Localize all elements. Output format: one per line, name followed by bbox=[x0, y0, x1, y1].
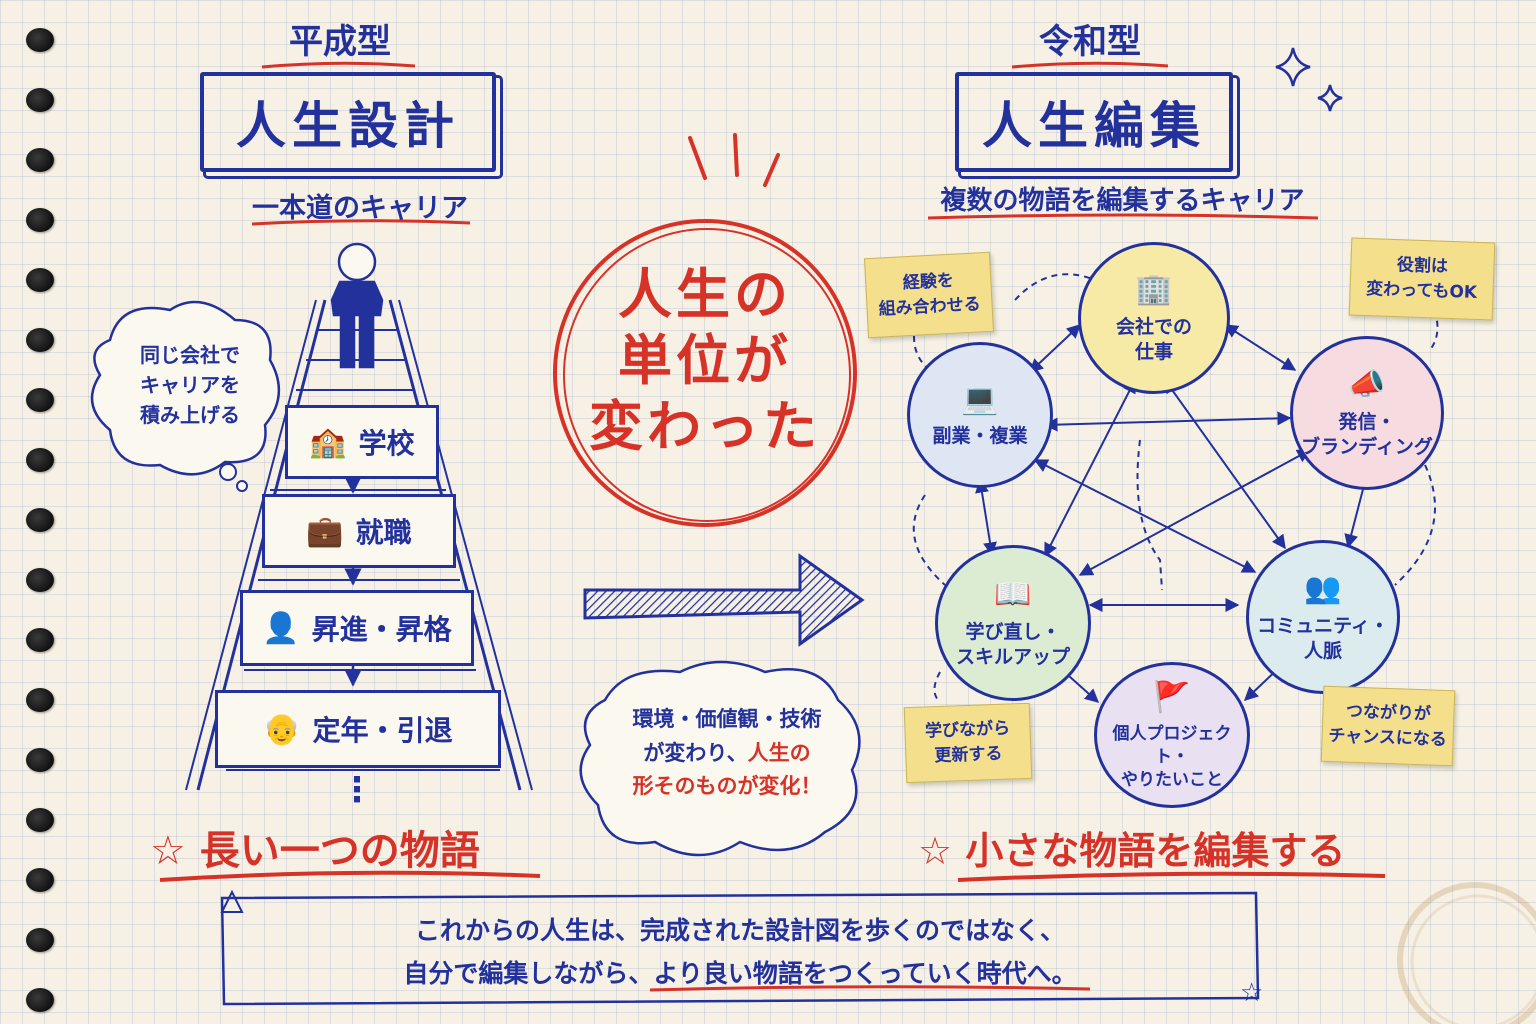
continuation-dots: ⋮ bbox=[340, 770, 374, 810]
left-conclusion-text: 長い一つの物語 bbox=[199, 828, 480, 874]
footer-line: これからの人生は、完成された設計図を歩くのではなく、 bbox=[414, 916, 1065, 945]
binder-hole bbox=[26, 688, 54, 712]
node-label: ブランディング bbox=[1301, 436, 1433, 459]
step-employment: 💼 就職 bbox=[262, 494, 456, 568]
left-title: 人生設計 bbox=[200, 72, 496, 172]
node-branding: 📣 発信・ ブランディング bbox=[1290, 336, 1444, 490]
left-conclusion: ☆ 長い一つの物語 bbox=[150, 818, 480, 876]
note-line: チャンスになる bbox=[1328, 725, 1448, 751]
binder-hole bbox=[26, 28, 54, 52]
building-icon: 🏢 bbox=[1135, 272, 1173, 308]
node-label: 副業・複業 bbox=[932, 425, 1028, 448]
megaphone-icon: 📣 bbox=[1348, 367, 1386, 403]
thought-line: 積み上げる bbox=[140, 403, 240, 427]
note-line: 更新する bbox=[934, 743, 1003, 767]
binder-hole bbox=[26, 748, 54, 772]
binder-hole bbox=[26, 208, 54, 232]
node-label: コミュニティ・ bbox=[1257, 614, 1389, 637]
footer-message: これからの人生は、完成された設計図を歩くのではなく、 自分で編集しながら、より良… bbox=[230, 910, 1250, 995]
headline-line: 単位が bbox=[618, 328, 792, 392]
cloud-line: 環境・価値観・技術 bbox=[632, 707, 822, 731]
binder-hole bbox=[26, 928, 54, 952]
center-headline: 人生の 単位が 変わった bbox=[580, 262, 830, 460]
cloud-line: 形そのものが変化！ bbox=[632, 774, 822, 799]
left-subtitle: 一本道のキャリア bbox=[252, 193, 468, 224]
star-icon: ☆ bbox=[1240, 978, 1264, 1008]
note-chance: つながりが チャンスになる bbox=[1320, 685, 1456, 767]
node-label: 発信・ bbox=[1338, 410, 1396, 433]
briefcase-icon: 💼 bbox=[306, 513, 344, 549]
node-label: 個人プロジェクト・ bbox=[1112, 723, 1232, 767]
person-icon: 👤 bbox=[262, 610, 300, 646]
note-combine: 経験を 組み合わせる bbox=[863, 251, 995, 339]
binder-hole bbox=[26, 388, 54, 412]
right-conclusion: ☆ 小さな物語を編集する bbox=[918, 820, 1345, 875]
note-line: 組み合わせる bbox=[878, 294, 982, 320]
node-label: 会社での bbox=[1115, 315, 1192, 338]
right-subtitle: 複数の物語を編集するキャリア bbox=[940, 186, 1305, 216]
footer-line-emphasis: より良い物語をつくっていく時代へ。 bbox=[653, 958, 1077, 988]
binder-hole bbox=[26, 628, 54, 652]
node-learning: 📖 学び直し・ スキルアップ bbox=[935, 545, 1091, 701]
step-school: 🏫 学校 bbox=[285, 405, 439, 479]
right-era-label: 令和型 bbox=[1039, 22, 1141, 62]
binder-hole bbox=[26, 88, 54, 112]
note-update: 学びながら 更新する bbox=[903, 702, 1033, 784]
right-conclusion-text: 小さな物語を編集する bbox=[965, 829, 1346, 873]
note-line: 経験を bbox=[902, 271, 955, 294]
thought-line: キャリアを bbox=[140, 373, 240, 397]
binder-hole bbox=[26, 448, 54, 472]
footer-line: 自分で編集しながら、より良い物語をつくっていく時代へ。 bbox=[230, 953, 1250, 996]
node-label: 学び直し・ bbox=[965, 620, 1061, 643]
thought-bubble-text: 同じ会社で キャリアを 積み上げる bbox=[105, 340, 275, 430]
school-icon: 🏫 bbox=[309, 424, 347, 460]
note-roles: 役割は 変わってもOK bbox=[1348, 237, 1496, 321]
step-label: 就職 bbox=[355, 516, 412, 549]
node-community: 👥 コミュニティ・ 人脈 bbox=[1246, 540, 1400, 694]
node-label: スキルアップ bbox=[955, 646, 1070, 669]
binder-hole bbox=[26, 148, 54, 172]
cloud-line: が変わり、人生の bbox=[592, 737, 862, 771]
people-icon: 👥 bbox=[1304, 571, 1342, 607]
step-label: 学校 bbox=[358, 427, 415, 460]
left-era-label: 平成型 bbox=[289, 22, 391, 62]
step-retirement: 👴 定年・引退 bbox=[215, 690, 501, 768]
binder-hole bbox=[26, 808, 54, 832]
headline-line: 人生の bbox=[618, 263, 792, 326]
binder-hole bbox=[26, 508, 54, 532]
star-icon: ☆ bbox=[150, 828, 186, 874]
note-line: 変わってもOK bbox=[1365, 279, 1478, 303]
node-label: 仕事 bbox=[1134, 341, 1173, 364]
star-icon: ☆ bbox=[918, 829, 953, 873]
node-sidejob: 💻 副業・複業 bbox=[907, 342, 1053, 488]
binder-hole bbox=[26, 268, 54, 292]
headline-line: 変わった bbox=[589, 394, 821, 458]
cloud-line-emphasis: 人生の bbox=[747, 740, 811, 765]
book-icon: 📖 bbox=[994, 577, 1032, 613]
footer-line-part: 自分で編集しながら、 bbox=[403, 958, 654, 988]
note-line: つながりが bbox=[1345, 701, 1432, 725]
flag-icon: 🚩 bbox=[1153, 680, 1191, 716]
binder-hole bbox=[26, 868, 54, 892]
laptop-icon: 💻 bbox=[961, 381, 999, 417]
node-company: 🏢 会社での 仕事 bbox=[1078, 242, 1230, 394]
binder-hole bbox=[26, 328, 54, 352]
step-promotion: 👤 昇進・昇格 bbox=[240, 590, 474, 666]
thought-line: 同じ会社で bbox=[140, 343, 240, 367]
node-project: 🚩 個人プロジェクト・ やりたいこと bbox=[1094, 662, 1250, 808]
note-line: 役割は bbox=[1396, 255, 1449, 278]
step-label: 定年・引退 bbox=[312, 714, 453, 747]
step-label: 昇進・昇格 bbox=[311, 613, 452, 646]
right-title: 人生編集 bbox=[955, 72, 1233, 172]
note-line: 学びながら bbox=[924, 718, 1011, 742]
cloud-line-part: が変わり、 bbox=[643, 740, 748, 765]
node-label: やりたいこと bbox=[1121, 769, 1223, 790]
binder-hole bbox=[26, 988, 54, 1012]
node-label: 人脈 bbox=[1303, 640, 1342, 663]
binder-hole bbox=[26, 568, 54, 592]
elder-icon: 👴 bbox=[263, 711, 301, 747]
center-cloud-text: 環境・価値観・技術 が変わり、人生の 形そのものが変化！ bbox=[592, 703, 862, 804]
